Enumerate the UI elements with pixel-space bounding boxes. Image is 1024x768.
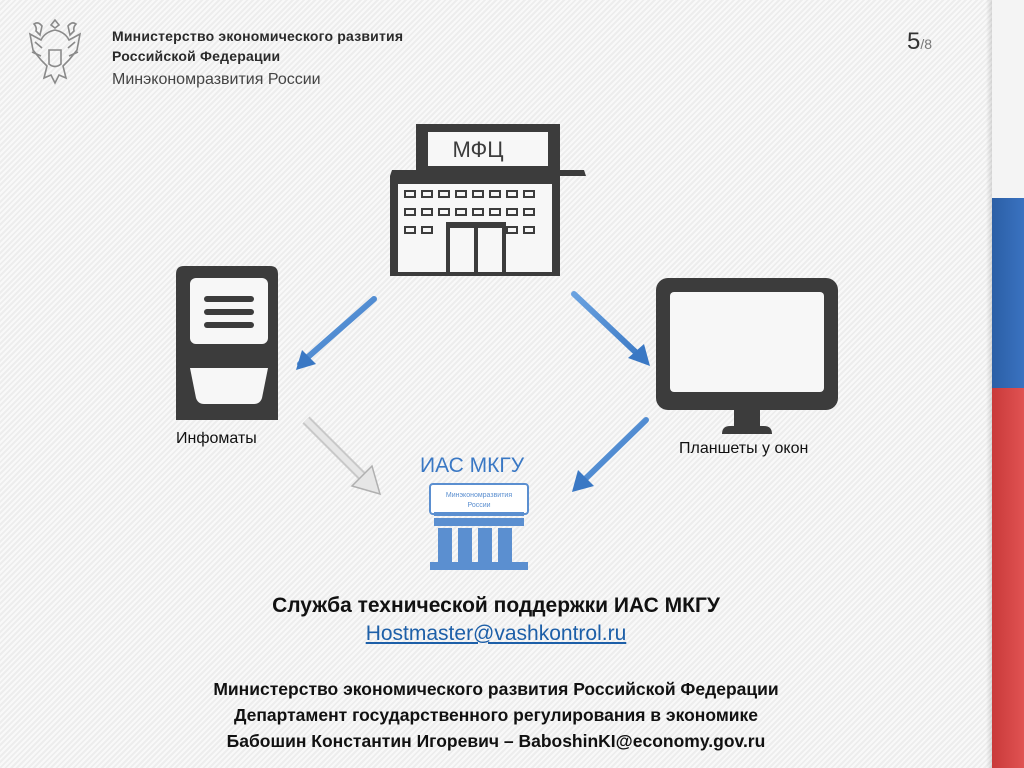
footer-line1: Министерство экономического развития Рос…	[213, 679, 779, 699]
slide: Министерство экономического развития Рос…	[0, 18, 992, 754]
support-title: Служба технической поддержки ИАС МКГУ	[272, 594, 720, 617]
arrow-mfc-to-monitor	[571, 291, 650, 366]
monitor-icon	[656, 278, 838, 434]
current-page: 5	[906, 28, 921, 55]
flag-red-band	[992, 388, 1024, 768]
russian-flag-strip	[986, 0, 1024, 768]
diagram: МФЦ	[176, 124, 838, 570]
mfc-sign-text: МФЦ	[452, 137, 503, 162]
coat-of-arms-icon	[28, 18, 82, 85]
org-short-name: Минэкономразвития России	[112, 71, 321, 88]
tablets-label: Планшеты у окон	[679, 440, 809, 457]
organization-name: Министерство экономического развития Рос…	[112, 26, 403, 93]
footer-contacts: Министерство экономического развития Рос…	[0, 676, 992, 754]
arrow-mfc-to-infomat	[296, 296, 377, 370]
org-name-line2: Российской Федерации	[112, 48, 281, 64]
ias-sign-line2: России	[467, 502, 490, 509]
footer-line2: Департамент государственного регулирован…	[233, 705, 759, 725]
footer-line3: Бабошин Константин Игоревич – BaboshinKI…	[226, 731, 766, 751]
mfc-building-icon: МФЦ	[390, 124, 586, 276]
infomats-label: Инфоматы	[176, 430, 257, 447]
ias-building-icon: Минэкономразвития России	[429, 483, 529, 570]
infomat-kiosk-icon	[176, 266, 278, 420]
flag-white-band	[992, 0, 1024, 198]
page-number: 5/8	[907, 28, 932, 56]
org-name-line1: Министерство экономического развития	[112, 28, 404, 44]
arrow-monitor-to-ias	[572, 417, 649, 492]
ias-sign-line1: Минэкономразвития	[446, 492, 512, 499]
total-pages: /8	[920, 36, 932, 52]
support-email-link[interactable]: Hostmaster@vashkontrol.ru	[365, 622, 627, 645]
support-block: Служба технической поддержки ИАС МКГУ Ho…	[0, 594, 992, 646]
flag-blue-band	[992, 198, 1024, 388]
arrow-infomat-to-ias	[302, 416, 382, 496]
ias-mkgu-label: ИАС МКГУ	[420, 454, 525, 477]
